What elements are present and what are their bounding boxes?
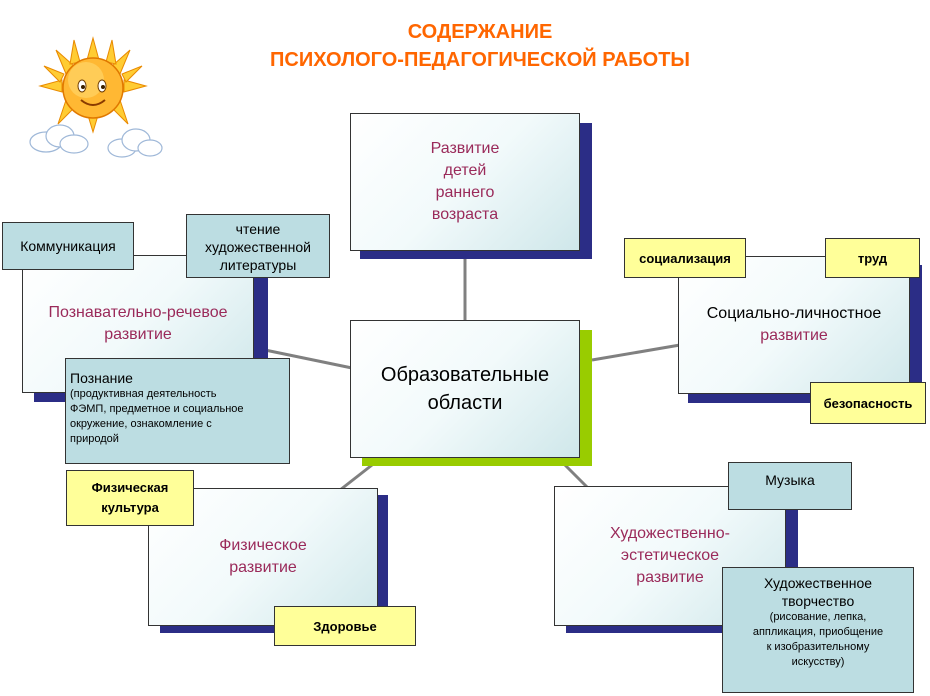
title-line-2: ПСИХОЛОГО-ПЕДАГОГИЧЕСКОЙ РАБОТЫ bbox=[270, 49, 690, 71]
safety-label: безопасность bbox=[810, 382, 926, 424]
social-development-box: Социально-личностное развитие bbox=[678, 256, 910, 394]
labor-label: труд bbox=[825, 238, 920, 278]
connector-cognitive bbox=[264, 348, 353, 370]
creativity-detail-4: искусству) bbox=[791, 656, 845, 668]
connector-social bbox=[591, 343, 681, 362]
cognitive-line-1: Познавательно-речевое bbox=[48, 304, 228, 321]
physical-culture-line-1: Физическая bbox=[91, 480, 169, 495]
early-development-box: Развитие детей раннего возраста bbox=[350, 113, 580, 251]
social-line-1: Социально-личностное bbox=[706, 305, 882, 322]
sun-icon bbox=[29, 36, 163, 158]
music-label: Музыка bbox=[728, 462, 852, 510]
creativity-line-2: творчество bbox=[781, 593, 855, 609]
cognition-detail-2: ФЭМП, предметное и социальное bbox=[70, 403, 244, 415]
creativity-detail-3: к изобразительному bbox=[766, 641, 870, 653]
artistic-line-1: Художественно- bbox=[610, 525, 730, 542]
early-line-2: детей bbox=[443, 162, 487, 179]
creativity-line-1: Художественное bbox=[763, 575, 873, 591]
page-title: СОДЕРЖАНИЕ ПСИХОЛОГО-ПЕДАГОГИЧЕСКОЙ РАБО… bbox=[200, 18, 760, 74]
cognition-title: Познание bbox=[70, 370, 133, 386]
cognitive-line-2: развитие bbox=[104, 326, 172, 343]
early-line-4: возраста bbox=[431, 206, 499, 223]
artistic-line-2: эстетическое bbox=[620, 547, 720, 564]
connector-physical bbox=[339, 463, 373, 492]
cognition-detail-1: (продуктивная деятельность bbox=[70, 388, 217, 400]
reading-label: чтение художественной литературы bbox=[186, 214, 330, 278]
early-line-1: Развитие bbox=[430, 140, 500, 157]
educational-areas-box: Образовательные области bbox=[350, 320, 580, 458]
center-line-1: Образовательные bbox=[380, 364, 550, 386]
title-line-1: СОДЕРЖАНИЕ bbox=[407, 21, 553, 43]
social-line-2: развитие bbox=[760, 327, 828, 344]
cognition-detail-3: окружение, ознакомление с bbox=[70, 418, 212, 430]
creativity-detail-1: (рисование, лепка, bbox=[769, 611, 867, 623]
cognition-label: Познание (продуктивная деятельность ФЭМП… bbox=[65, 358, 290, 464]
physical-line-2: развитие bbox=[229, 559, 297, 576]
reading-line-3: литературы bbox=[219, 257, 297, 273]
creativity-detail-2: аппликация, приобщение bbox=[752, 626, 884, 638]
communication-label: Коммуникация bbox=[2, 222, 134, 270]
art-creativity-label: Художественное творчество (рисование, ле… bbox=[722, 567, 914, 693]
cognition-detail-4: природой bbox=[70, 433, 119, 445]
early-line-3: раннего bbox=[435, 184, 495, 201]
physical-culture-line-2: культура bbox=[101, 500, 159, 515]
physical-culture-label: Физическая культура bbox=[66, 470, 194, 526]
health-label: Здоровье bbox=[274, 606, 416, 646]
center-line-2: области bbox=[427, 392, 503, 414]
artistic-line-3: развитие bbox=[636, 569, 704, 586]
reading-line-2: художественной bbox=[204, 239, 312, 255]
physical-line-1: Физическое bbox=[219, 537, 307, 554]
reading-line-1: чтение bbox=[235, 221, 281, 237]
socialization-label: социализация bbox=[624, 238, 746, 278]
